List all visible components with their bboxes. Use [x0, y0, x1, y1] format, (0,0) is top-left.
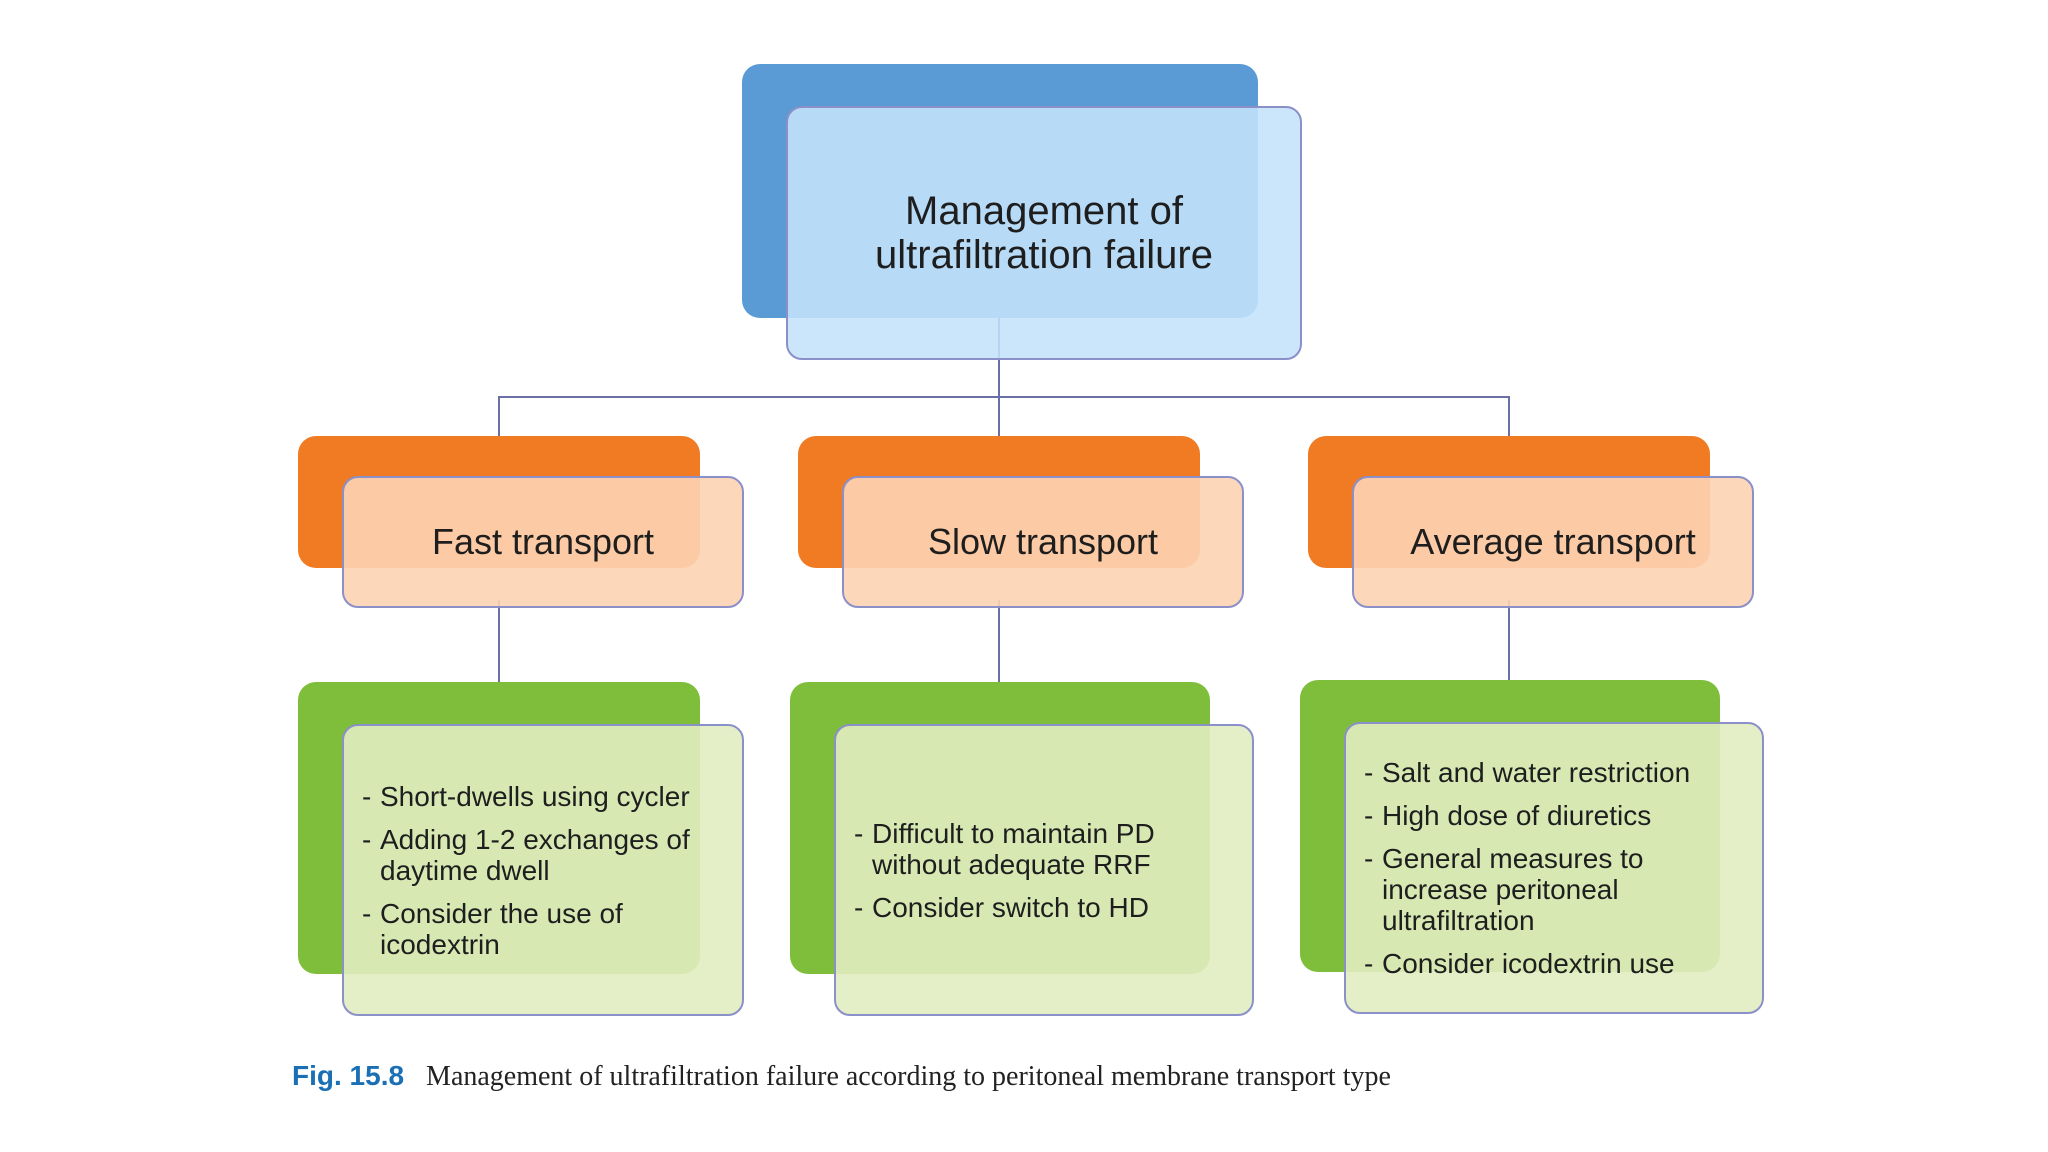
measure-text: General measures to increase peritoneal … [1382, 843, 1644, 936]
bullet-dash: - [362, 823, 372, 855]
measure-text: Salt and water restriction [1382, 757, 1691, 788]
root-node-box: Management of ultrafiltration failure [786, 106, 1302, 360]
list-item: -Salt and water restriction [1364, 757, 1742, 788]
root-title: Management of ultrafiltration failure [875, 189, 1213, 277]
transport-title-fast: Fast transport [431, 521, 655, 562]
list-item: -Short-dwells using cycler [362, 781, 722, 812]
measure-text: High dose of diuretics [1382, 800, 1652, 831]
connector-to-slow [998, 396, 1000, 436]
figure-caption-text: Management of ultrafiltration failure ac… [426, 1061, 1391, 1092]
transport-node-average-box: Average transport [1352, 476, 1754, 608]
measures-node-average-box: -Salt and water restriction -High dose o… [1344, 722, 1764, 1014]
measures-list-slow: -Difficult to maintain PD without adequa… [836, 806, 1252, 935]
measures-list-average: -Salt and water restriction -High dose o… [1346, 745, 1762, 991]
transport-node-slow-box: Slow transport [842, 476, 1244, 608]
transport-title-slow: Slow transport [927, 521, 1159, 562]
bullet-dash: - [1364, 800, 1374, 831]
list-item: -Adding 1-2 exchanges of daytime dwell [362, 824, 722, 886]
bullet-dash: - [1364, 757, 1374, 788]
measures-node-fast-box: -Short-dwells using cycler -Adding 1-2 e… [342, 724, 744, 1016]
list-item: -General measures to increase peritoneal… [1364, 843, 1742, 936]
list-item: -Consider switch to HD [854, 892, 1232, 923]
transport-node-fast-box: Fast transport [342, 476, 744, 608]
transport-title-average: Average transport [1410, 521, 1696, 562]
connector-to-average [1508, 396, 1510, 436]
connector-horizontal-bar [498, 396, 1510, 398]
measure-text: Consider the use of icodextrin [380, 897, 623, 960]
list-item: -Consider the use of icodextrin [362, 898, 722, 960]
measure-text: Consider switch to HD [872, 891, 1149, 923]
connector-average-to-measures [1508, 600, 1510, 680]
measure-text: Short-dwells using cycler [380, 780, 690, 812]
bullet-dash: - [854, 891, 864, 923]
measures-node-slow-box: -Difficult to maintain PD without adequa… [834, 724, 1254, 1016]
bullet-dash: - [1364, 843, 1374, 874]
measure-text: Consider icodextrin use [1382, 948, 1675, 979]
bullet-dash: - [1364, 948, 1374, 979]
figure-label: Fig. 15.8 [292, 1060, 405, 1091]
measure-text: Adding 1-2 exchanges of daytime dwell [380, 823, 690, 886]
connector-fast-to-measures [498, 600, 500, 682]
connector-to-fast [498, 396, 500, 436]
bullet-dash: - [362, 897, 372, 929]
measures-list-fast: -Short-dwells using cycler -Adding 1-2 e… [344, 769, 742, 972]
bullet-dash: - [854, 817, 864, 849]
figure-caption: Fig. 15.8 Management of ultrafiltration f… [292, 1060, 1391, 1093]
list-item: -Consider icodextrin use [1364, 948, 1742, 979]
list-item: -High dose of diuretics [1364, 800, 1742, 831]
measure-text: Difficult to maintain PD without adequat… [872, 817, 1155, 880]
list-item: -Difficult to maintain PD without adequa… [854, 818, 1232, 880]
bullet-dash: - [362, 780, 372, 812]
connector-slow-to-measures [998, 600, 1000, 682]
